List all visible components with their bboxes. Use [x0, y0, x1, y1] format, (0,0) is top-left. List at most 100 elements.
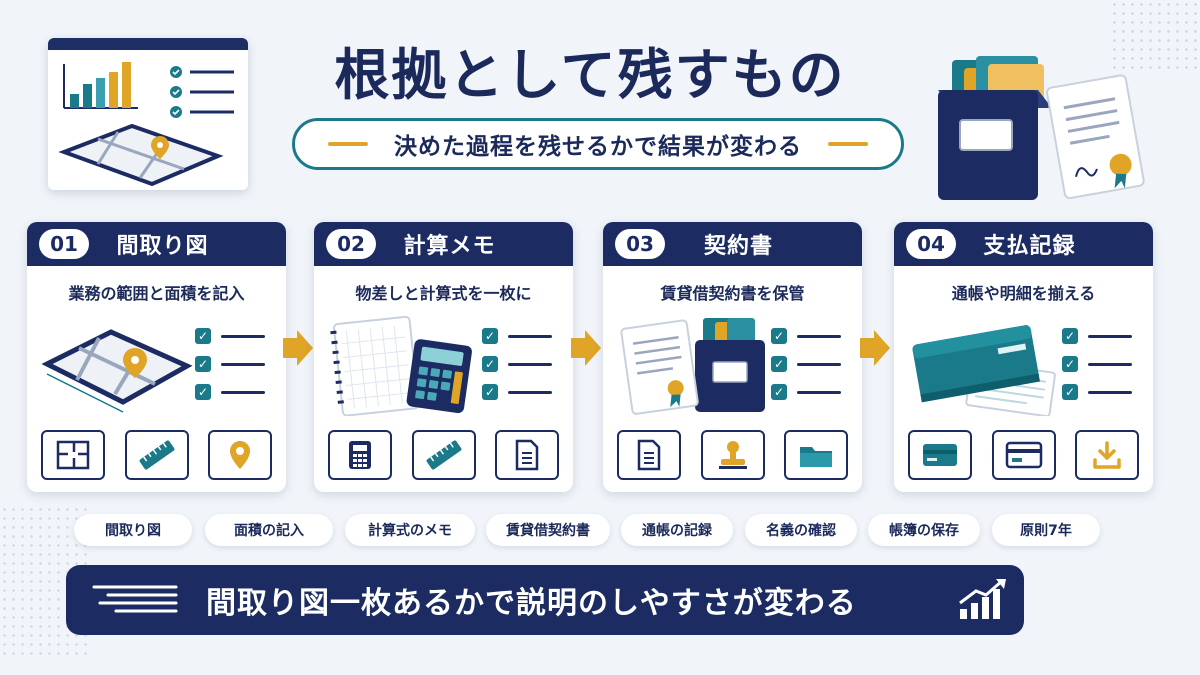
checkbox-checked-icon: ✓	[1062, 328, 1078, 344]
step-title: 間取り図	[116, 234, 209, 259]
step-description: 賃貸借契約書を保管	[660, 284, 805, 303]
checklist: ✓ ✓ ✓	[195, 322, 265, 406]
subtitle-pill: 決めた過程を残せるかで結果が変わる	[292, 118, 904, 170]
ruler-icon	[124, 430, 189, 480]
checkbox-checked-icon: ✓	[1062, 356, 1078, 372]
checkbox-checked-icon: ✓	[195, 356, 211, 372]
checklist: ✓ ✓ ✓	[771, 322, 841, 406]
checklist-item: ✓	[195, 350, 265, 378]
text-line	[508, 334, 552, 338]
keyword-chip: 名義の確認	[745, 514, 857, 546]
step-header: 03 契約書	[603, 222, 862, 266]
bankbook-statement-illustration	[912, 325, 1056, 416]
step-title: 支払記録	[983, 234, 1076, 259]
text-line	[797, 390, 841, 394]
step-number: 01	[39, 229, 89, 259]
bottom-banner: 間取り図一枚あるかで説明のしやすさが変わる	[66, 565, 1024, 635]
checklist-item: ✓	[195, 378, 265, 406]
step-title: 契約書	[703, 234, 773, 259]
checklist-item: ✓	[771, 350, 841, 378]
step-card-02: 02 計算メモ 物差しと計算式を一枚に ✓ ✓ ✓	[314, 222, 573, 492]
text-line	[1088, 334, 1132, 338]
checklist: ✓ ✓ ✓	[1062, 322, 1132, 406]
keyword-chip: 原則7年	[992, 514, 1100, 546]
checklist-item: ✓	[771, 322, 841, 350]
checklist-item: ✓	[195, 322, 265, 350]
calculator-icon	[328, 430, 392, 480]
folder-icon	[784, 430, 848, 480]
checklist-item: ✓	[771, 378, 841, 406]
checklist-item: ✓	[482, 378, 552, 406]
checklist: ✓ ✓ ✓	[482, 322, 552, 406]
step-header: 04 支払記録	[894, 222, 1153, 266]
notebook-calculator-illustration	[330, 315, 472, 416]
checkbox-checked-icon: ✓	[1062, 384, 1078, 400]
icon-row	[328, 430, 559, 480]
checklist-item: ✓	[482, 350, 552, 378]
arrow-right-icon	[571, 330, 601, 366]
subtitle-text: 決めた過程を残せるかで結果が変わる	[394, 134, 802, 160]
accent-dash	[828, 142, 868, 146]
card-icon	[908, 430, 972, 480]
keyword-chip: 計算式のメモ	[345, 514, 475, 546]
ruler-icon	[411, 430, 476, 480]
floor-plan-illustration	[41, 329, 193, 413]
location-pin-icon	[208, 430, 272, 480]
checkbox-checked-icon: ✓	[771, 356, 787, 372]
text-line	[1088, 362, 1132, 366]
keyword-chip: 通帳の記録	[621, 514, 733, 546]
floorplan-icon	[41, 430, 105, 480]
stamp-icon	[700, 430, 765, 480]
keyword-chip: 帳簿の保存	[868, 514, 980, 546]
payment-card-icon	[991, 430, 1056, 480]
step-title: 計算メモ	[403, 234, 496, 259]
step-card-01: 01 間取り図 業務の範囲と面積を記入 ✓ ✓ ✓	[27, 222, 286, 492]
step-card-04: 04 支払記録 通帳や明細を揃える ✓ ✓ ✓	[894, 222, 1153, 492]
arrow-right-icon	[283, 330, 313, 366]
checklist-item: ✓	[1062, 350, 1132, 378]
checkbox-checked-icon: ✓	[482, 328, 498, 344]
step-description: 業務の範囲と面積を記入	[68, 284, 245, 303]
step-header: 01 間取り図	[27, 222, 286, 266]
accent-dash	[328, 142, 368, 146]
download-icon	[1075, 430, 1139, 480]
banner-text: 間取り図一枚あるかで説明のしやすさが変わる	[206, 586, 857, 621]
checklist-item: ✓	[1062, 322, 1132, 350]
text-line	[508, 390, 552, 394]
text-line	[508, 362, 552, 366]
checkbox-checked-icon: ✓	[771, 328, 787, 344]
step-number: 04	[906, 229, 956, 259]
card-top-bar	[48, 38, 248, 50]
step-description: 物差しと計算式を一枚に	[355, 284, 532, 303]
report-and-floorplan-illustration	[58, 62, 234, 187]
growth-chart-icon	[959, 579, 1006, 619]
checkbox-checked-icon: ✓	[771, 384, 787, 400]
arrow-right-icon	[860, 330, 890, 366]
step-card-03: 03 契約書 賃貸借契約書を保管 ✓ ✓ ✓	[603, 222, 862, 492]
step-header: 02 計算メモ	[314, 222, 573, 266]
checkbox-checked-icon: ✓	[195, 328, 211, 344]
checkbox-checked-icon: ✓	[482, 356, 498, 372]
text-line	[1088, 390, 1132, 394]
archive-box-illustration	[938, 56, 1145, 200]
hero-illustration-card	[48, 38, 248, 190]
text-line	[797, 362, 841, 366]
keyword-chip: 間取り図	[74, 514, 192, 546]
text-line	[221, 362, 265, 366]
keyword-chip: 賃貸借契約書	[486, 514, 610, 546]
document-icon	[495, 430, 559, 480]
keyword-chip: 面積の記入	[205, 514, 333, 546]
step-number: 02	[326, 229, 376, 259]
checklist-item: ✓	[1062, 378, 1132, 406]
text-line	[221, 334, 265, 338]
icon-row	[41, 430, 272, 480]
dot-pattern-decoration	[1110, 0, 1200, 70]
checkbox-checked-icon: ✓	[195, 384, 211, 400]
icon-row	[908, 430, 1139, 480]
text-line	[797, 334, 841, 338]
icon-row	[617, 430, 848, 480]
step-description: 通帳や明細を揃える	[951, 284, 1096, 303]
contract-file-box-illustration	[620, 318, 765, 415]
speed-lines-icon	[92, 585, 178, 613]
step-number: 03	[615, 229, 665, 259]
